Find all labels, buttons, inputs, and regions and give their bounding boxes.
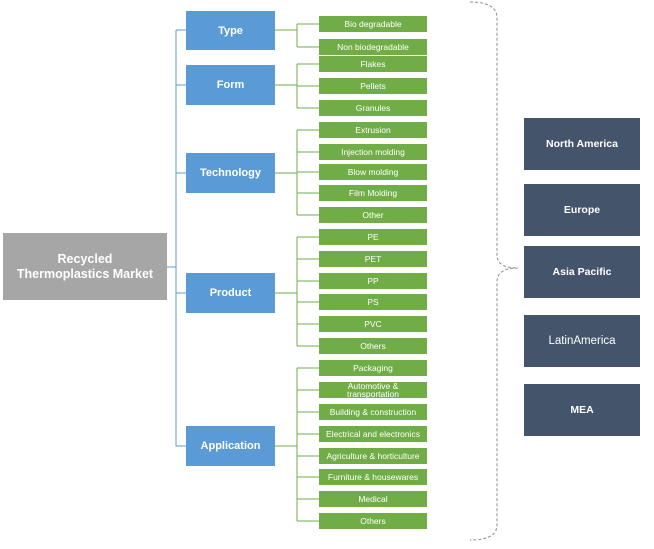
item-blow-molding: Blow molding xyxy=(319,164,427,180)
item-pvc: PVC xyxy=(319,316,427,332)
category-type: Type xyxy=(186,11,275,50)
category-form: Form xyxy=(186,65,275,105)
item-non-biodegradable: Non biodegradable xyxy=(319,39,427,55)
category-application: Application xyxy=(186,426,275,466)
item-granules: Granules xyxy=(319,100,427,116)
item-ps: PS xyxy=(319,294,427,310)
item-furniture-housewares: Furniture & housewares xyxy=(319,469,427,485)
item-agriculture-horticulture: Agriculture & horticulture xyxy=(319,448,427,464)
item-other: Other xyxy=(319,207,427,223)
region-north-america: North America xyxy=(524,118,640,170)
item-bio-degradable: Bio degradable xyxy=(319,16,427,32)
region-latin-america: LatinAmerica xyxy=(524,315,640,367)
category-technology: Technology xyxy=(186,153,275,193)
item-pp: PP xyxy=(319,273,427,289)
item-packaging: Packaging xyxy=(319,360,427,376)
item-medical: Medical xyxy=(319,491,427,507)
item-others-application: Others xyxy=(319,513,427,529)
item-others-product: Others xyxy=(319,338,427,354)
item-injection-molding: Injection molding xyxy=(319,144,427,160)
region-europe: Europe xyxy=(524,184,640,236)
category-product: Product xyxy=(186,273,275,313)
item-building-construction: Building & construction xyxy=(319,404,427,420)
item-automotive-transportation: Automotive & transportation xyxy=(319,381,427,398)
item-electrical-electronics: Electrical and electronics xyxy=(319,426,427,442)
item-pe: PE xyxy=(319,229,427,245)
item-film-molding: Film Molding xyxy=(319,185,427,201)
item-extrusion: Extrusion xyxy=(319,122,427,138)
item-flakes: Flakes xyxy=(319,56,427,72)
region-asia-pacific: Asia Pacific xyxy=(524,246,640,298)
region-mea: MEA xyxy=(524,384,640,436)
item-pellets: Pellets xyxy=(319,78,427,94)
region-brace xyxy=(469,1,519,541)
root-node: Recycled Thermoplastics Market xyxy=(3,233,167,300)
item-pet: PET xyxy=(319,251,427,267)
